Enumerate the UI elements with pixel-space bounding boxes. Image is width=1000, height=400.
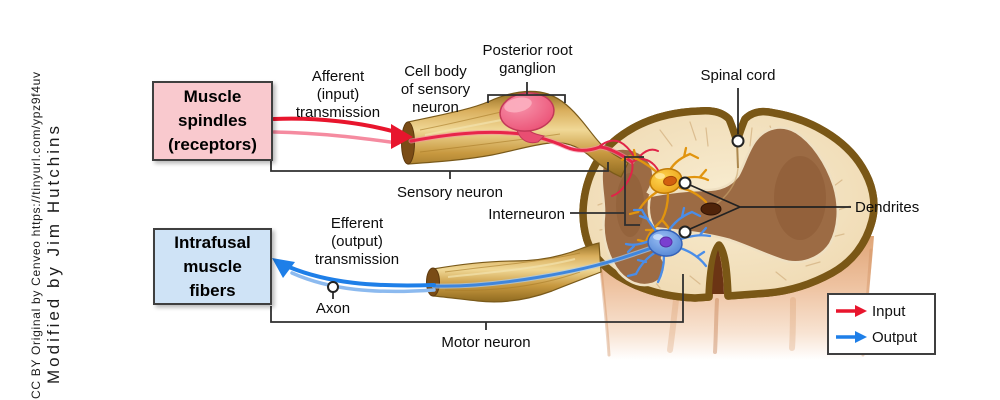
label-dendrites: Dendrites: [855, 199, 920, 216]
legend-output-label: Output: [872, 328, 918, 346]
axon-marker: [327, 281, 339, 293]
posterior-root-ganglion-cell: [499, 92, 555, 144]
central-canal: [700, 202, 722, 216]
label-interneuron: Interneuron: [488, 206, 565, 223]
efferent-fiber: [431, 242, 663, 289]
brackets: [270, 82, 684, 330]
input-arrow: [272, 116, 413, 149]
sensory-neuron-bracket: [270, 161, 609, 179]
ganglion-bracket: [487, 82, 566, 103]
legend-box: Input Output: [827, 293, 936, 355]
dendrite-marker-motor-neuron: [678, 225, 692, 239]
motor-neuron-bracket: [270, 274, 684, 330]
afferent-terminal-branches: [599, 139, 661, 197]
motor-neuron-cell: [624, 206, 712, 284]
label-posterior-root-ganglion: Posterior root ganglion: [482, 42, 573, 77]
label-motor-neuron: Motor neuron: [441, 334, 531, 351]
interneuron-nucleus: [663, 175, 677, 187]
pointers: [327, 88, 851, 299]
credit-line-1: CC BY Original by Cenveo https://tinyurl…: [29, 71, 43, 399]
output-arrow: [272, 258, 436, 294]
label-sensory-neuron: Sensory neuron: [397, 184, 503, 201]
label-afferent-transmission: Afferent (input) transmission: [295, 68, 381, 121]
label-spinal-cord: Spinal cord: [700, 67, 776, 84]
muscle-spindles-box: Muscle spindles (receptors): [152, 81, 273, 161]
interneuron-bracket: [570, 156, 644, 226]
legend-input-label: Input: [872, 302, 906, 320]
label-cell-body: Cell body of sensory neuron: [400, 63, 471, 116]
spinal-cord-cross-section: [579, 111, 874, 302]
input-arrow-icon: [836, 305, 867, 317]
motor-neuron-nucleus: [659, 236, 673, 248]
dendrites-pointer: [689, 184, 851, 230]
afferent-fiber: [408, 129, 661, 197]
legend-output-row: Output: [834, 329, 929, 346]
dendrite-marker-interneuron: [678, 176, 692, 190]
credit-line-2: Modified by Jim Hutchins: [44, 123, 63, 384]
label-efferent-transmission: Efferent (output) transmission: [314, 215, 400, 268]
spinal-cord-marker: [731, 134, 745, 148]
legend-input-row: Input: [834, 303, 929, 320]
output-arrow-icon: [836, 331, 867, 343]
label-axon: Axon: [315, 300, 351, 317]
intrafusal-fibers-box: Intrafusal muscle fibers: [153, 228, 272, 305]
